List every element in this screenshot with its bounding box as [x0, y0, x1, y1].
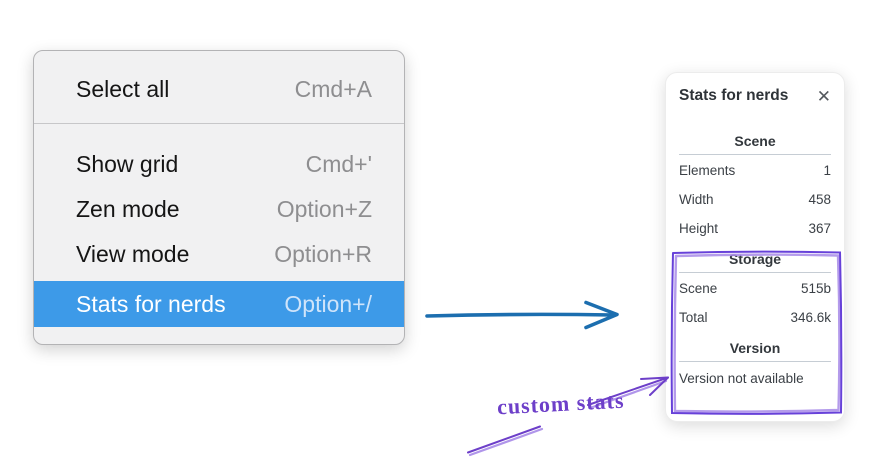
menu-item-show-grid[interactable]: Show grid Cmd+' [34, 142, 404, 187]
stat-row-elements: Elements 1 [679, 156, 831, 185]
stat-row-scene-size: Scene 515b [679, 274, 831, 303]
menu-item-shortcut: Option+R [274, 241, 372, 267]
menu-item-shortcut: Option+/ [284, 290, 372, 317]
stat-label: Height [679, 221, 719, 236]
menu-item-zen-mode[interactable]: Zen mode Option+Z [34, 187, 404, 232]
menu-item-label: Zen mode [76, 196, 180, 222]
stat-value: 1 [823, 163, 831, 178]
menu-item-label: View mode [76, 241, 190, 267]
menu-item-label: Select all [76, 75, 170, 102]
custom-stats-label: custom stats [496, 387, 626, 420]
flow-arrow [425, 300, 619, 330]
version-note: Version not available [679, 371, 804, 386]
stat-row-width: Width 458 [679, 185, 831, 214]
menu-item-label: Stats for nerds [76, 290, 226, 317]
stat-value: 515b [800, 281, 831, 296]
section-divider [679, 361, 831, 362]
stat-label: Scene [679, 281, 718, 296]
menu-item-shortcut: Cmd+A [294, 75, 372, 102]
stats-panel: Stats for nerds ✕ Scene Elements 1 Width… [665, 72, 845, 422]
menu-group: Show grid Cmd+' Zen mode Option+Z View m… [34, 124, 404, 339]
storage-stat-rows: Scene 515b Total 346.6k [679, 274, 831, 332]
stat-label: Width [679, 192, 714, 207]
custom-stats-underline [467, 425, 544, 457]
section-heading-version: Version [729, 340, 781, 356]
stat-label: Total [679, 310, 708, 325]
section-divider [679, 154, 831, 155]
stat-label: Elements [679, 163, 736, 178]
section-heading-storage: Storage [728, 251, 782, 267]
menu-item-select-all[interactable]: Select all Cmd+A [34, 67, 404, 111]
stats-panel-header: Stats for nerds ✕ [679, 85, 831, 107]
stats-panel-title: Stats for nerds [679, 87, 789, 104]
stat-value: 346.6k [790, 310, 831, 325]
menu-divider [34, 123, 404, 124]
menu-item-shortcut: Option+Z [276, 196, 372, 222]
scene-stat-rows: Elements 1 Width 458 Height 367 [679, 156, 831, 243]
menu-item-view-mode[interactable]: View mode Option+R [34, 232, 404, 277]
stat-row-height: Height 367 [679, 214, 831, 243]
context-menu: Select all Cmd+A Show grid Cmd+' Zen mod… [33, 50, 405, 345]
section-divider [679, 272, 831, 273]
section-heading-scene: Scene [734, 133, 776, 149]
close-icon[interactable]: ✕ [816, 86, 831, 106]
stat-value: 458 [808, 192, 831, 207]
menu-item-label: Show grid [76, 151, 179, 177]
stat-value: 367 [808, 221, 831, 236]
stat-row-total-size: Total 346.6k [679, 303, 831, 332]
menu-item-stats-for-nerds[interactable]: Stats for nerds Option+/ [34, 281, 404, 327]
menu-item-shortcut: Cmd+' [305, 151, 372, 177]
